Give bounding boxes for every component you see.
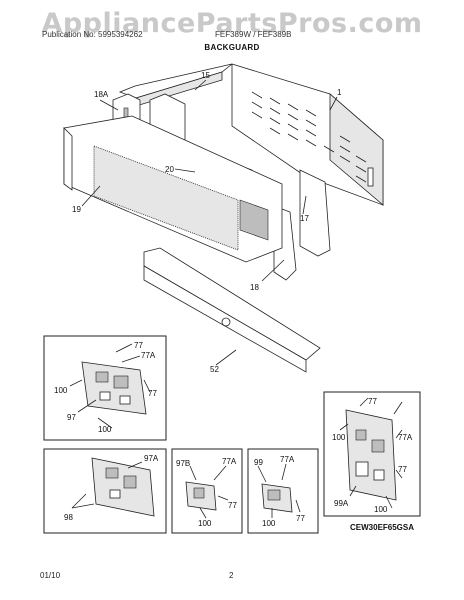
callout-19: 19 (72, 205, 81, 214)
callout-18a: 18A (94, 90, 109, 99)
b5-callout-100b: 100 (374, 505, 388, 514)
b4-callout-77a: 77A (280, 455, 295, 464)
leader-lines (81, 79, 338, 366)
b3-callout-97b: 97B (176, 459, 190, 468)
model-code: CEW30EF65GSA (350, 523, 414, 532)
lower-trim (143, 247, 321, 373)
b3-callout-77a: 77A (222, 457, 237, 466)
footer-date: 01/10 (40, 571, 61, 580)
footer-page-number: 2 (229, 571, 234, 580)
b2-callout-97a: 97A (144, 454, 159, 463)
callout-15: 15 (201, 71, 210, 80)
b1-callout-100b: 100 (98, 425, 112, 434)
detail-box-1 (43, 335, 167, 441)
watermark: AppliancePartsPros.com (41, 8, 423, 39)
model-number: FEF389W / FEF389B (215, 30, 292, 39)
callout-20: 20 (165, 165, 174, 174)
rear-panel (231, 63, 384, 206)
b1-callout-77a: 77A (141, 351, 156, 360)
b1-callout-77: 77 (134, 341, 143, 350)
b5-callout-77b: 77 (398, 465, 407, 474)
callout-18: 18 (250, 283, 259, 292)
b5-callout-77a: 77A (398, 433, 413, 442)
detail-box-2 (43, 448, 167, 534)
callout-1: 1 (337, 88, 342, 97)
b3-callout-100: 100 (198, 519, 212, 528)
b4-callout-99: 99 (254, 458, 263, 467)
b3-callout-77: 77 (228, 501, 237, 510)
b1-callout-97: 97 (67, 413, 76, 422)
detail-box-4 (247, 448, 319, 534)
b2-callout-98: 98 (64, 513, 73, 522)
detail-box-3 (171, 448, 243, 534)
b1-callout-100a: 100 (54, 386, 68, 395)
callout-17: 17 (300, 214, 309, 223)
b4-callout-77: 77 (296, 514, 305, 523)
b5-callout-77: 77 (368, 397, 377, 406)
publication-number: Publication No: 5995394262 (42, 30, 143, 39)
b1-callout-77b: 77 (148, 389, 157, 398)
section-title: BACKGUARD (204, 43, 260, 52)
b4-callout-100: 100 (262, 519, 276, 528)
b5-callout-99a: 99A (334, 499, 349, 508)
callout-52: 52 (210, 365, 219, 374)
b5-callout-100a: 100 (332, 433, 346, 442)
front-control-panel (63, 115, 283, 263)
detail-box-5 (323, 391, 421, 517)
